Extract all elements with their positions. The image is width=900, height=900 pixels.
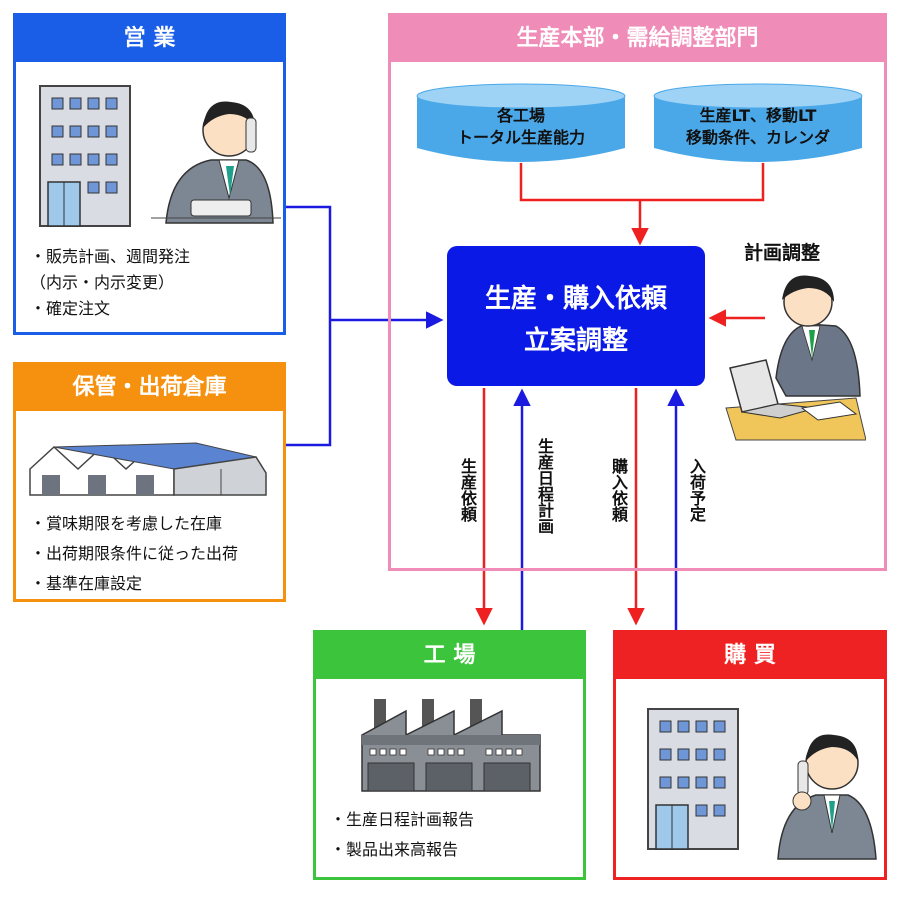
list-item: （内示・内示変更） <box>30 273 175 292</box>
db-capacity: 各工場 トータル生産能力 <box>415 82 627 166</box>
db-leadtime-line1: 生産LT、移動LT <box>699 106 817 125</box>
warehouse-panel: 保管・出荷倉庫 ・賞味期限を考慮した在庫 ・出荷期限条件に従った出荷 ・基準在庫… <box>13 362 286 602</box>
db-leadtime: 生産LT、移動LT 移動条件、カレンダ <box>652 82 864 166</box>
database-icon <box>416 83 626 162</box>
list-item: ・生産日程計画報告 <box>330 810 475 829</box>
list-item: ・基準在庫設定 <box>30 574 143 593</box>
flow-label-purchase-request: 購入依頼 <box>609 458 628 522</box>
sales-panel: 営 業 ・販売計画、週間発注 （内示・内示変更） ・確定注文 <box>13 13 286 335</box>
flow-label-production-schedule: 生産日程計画 <box>535 438 554 534</box>
hq-panel: 生産本部・需給調整部門 <box>388 13 887 571</box>
db-capacity-line1: 各工場 <box>496 106 545 125</box>
sales-title: 営 業 <box>16 16 283 62</box>
warehouse-title: 保管・出荷倉庫 <box>16 365 283 411</box>
central-line2: 立案調整 <box>523 326 628 356</box>
warehouse-icon <box>29 442 267 496</box>
businessman-phone-icon <box>777 734 877 860</box>
central-line1: 生産・購入依頼 <box>484 284 667 314</box>
list-item: ・販売計画、週間発注 <box>30 247 191 266</box>
sales-item-list: ・販売計画、週間発注 （内示・内示変更） ・確定注文 <box>30 244 190 322</box>
db-merge-line <box>519 163 765 202</box>
factory-icon <box>361 699 541 792</box>
factory-title: 工 場 <box>316 633 583 679</box>
list-item: ・賞味期限を考慮した在庫 <box>30 514 223 533</box>
list-item: ・製品出来高報告 <box>330 840 459 859</box>
businessman-phone-icon <box>151 101 281 224</box>
warehouse-item-list: ・賞味期限を考慮した在庫 ・出荷期限条件に従った出荷 ・基準在庫設定 <box>30 509 238 599</box>
sales-to-central-line <box>285 205 332 447</box>
db-capacity-line2: トータル生産能力 <box>456 128 585 147</box>
list-item: ・出荷期限条件に従った出荷 <box>30 544 239 563</box>
central-process-box: 生産・購入依頼 立案調整 <box>447 246 705 386</box>
purchasing-title: 購 買 <box>616 633 884 679</box>
flow-label-arrival-plan: 入荷予定 <box>687 458 706 522</box>
hq-title: 生産本部・需給調整部門 <box>391 16 884 62</box>
purchasing-panel: 購 買 <box>613 630 887 880</box>
database-icon <box>653 83 863 162</box>
office-building-icon <box>647 708 739 850</box>
office-building-icon <box>39 85 131 227</box>
planner-at-laptop-icon <box>725 275 866 441</box>
list-item: ・確定注文 <box>30 299 111 318</box>
db-leadtime-line2: 移動条件、カレンダ <box>685 128 830 147</box>
flow-label-production-request: 生産依頼 <box>458 458 477 522</box>
factory-item-list: ・生産日程計画報告 ・製品出来高報告 <box>330 805 474 865</box>
factory-panel: 工 場 ・生産日程計画報告 ・製品出来高報告 <box>313 630 586 880</box>
planner-label: 計画調整 <box>744 242 821 264</box>
